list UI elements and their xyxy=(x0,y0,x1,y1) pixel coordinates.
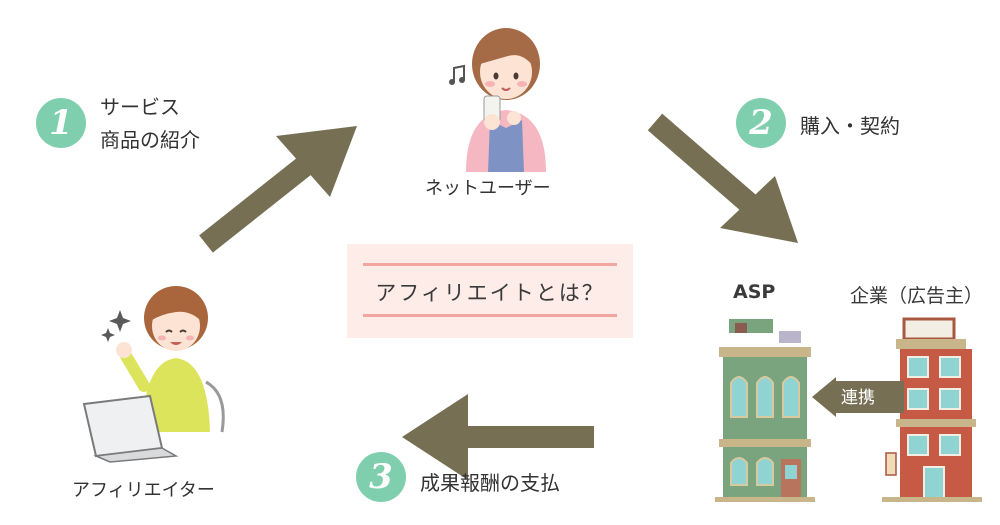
step-1-line-1: サービス xyxy=(100,95,180,119)
affiliator-illustration xyxy=(82,286,225,463)
step-1-label: サービス 商品の紹介 xyxy=(100,91,200,157)
step-1-line-2: 商品の紹介 xyxy=(100,128,200,152)
asp-building xyxy=(715,319,815,502)
center-title-box: アフィリエイトとは？ xyxy=(347,244,633,338)
net-user-illustration xyxy=(449,28,546,172)
title-top-line xyxy=(363,263,617,266)
link-label: 連携 xyxy=(841,388,875,408)
step-2-label: 購入・契約 xyxy=(800,114,900,138)
company-building xyxy=(882,317,982,502)
step-3-label: 成果報酬の支払 xyxy=(420,471,560,495)
asp-label: ASP xyxy=(733,281,776,303)
title-bottom-line xyxy=(363,314,617,317)
step-3-badge: 3 xyxy=(356,452,406,502)
link-arrow xyxy=(812,377,904,417)
company-label: 企業（広告主） xyxy=(850,285,984,307)
affiliator-label: アフィリエイター xyxy=(72,480,215,501)
center-title: アフィリエイトとは？ xyxy=(375,281,605,305)
step-1-badge: 1 xyxy=(36,98,86,148)
net-user-label: ネットユーザー xyxy=(425,178,551,199)
step-2-badge: 2 xyxy=(736,98,786,148)
